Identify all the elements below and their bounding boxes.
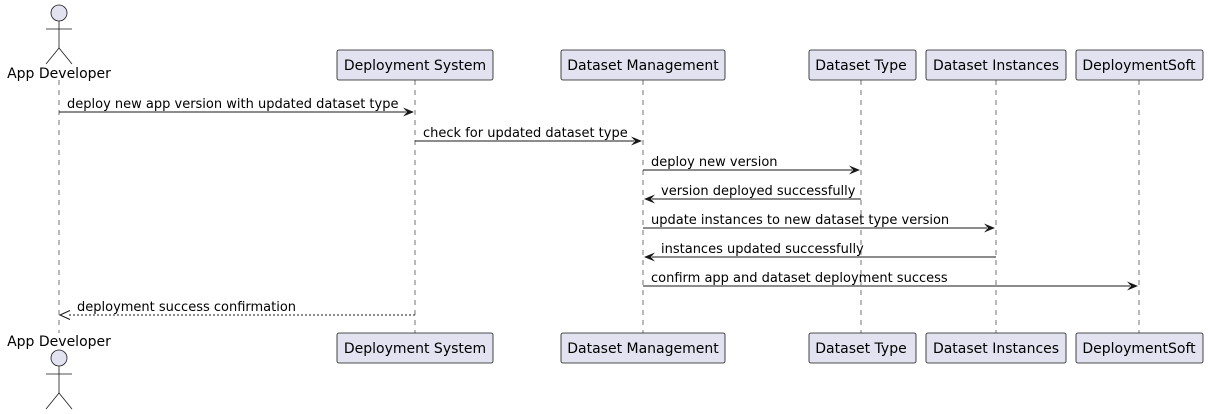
arrowhead-icon (403, 107, 414, 117)
participant-label: Dataset Instances (933, 58, 1059, 74)
top-dev-actor: App Developer (7, 4, 111, 82)
actor-legs (45, 392, 73, 410)
actor-head-icon (50, 4, 68, 22)
participant-label: Dataset Management (567, 58, 719, 74)
arrowhead-icon (644, 194, 655, 204)
message-label: deploy new app version with updated data… (67, 97, 398, 112)
top-participant-deploy: Deployment System (336, 49, 494, 81)
message-label: update instances to new dataset type ver… (651, 213, 949, 228)
bottom-participant-dsi: Dataset Instances (925, 332, 1067, 364)
message-label: deploy new version (651, 155, 778, 170)
message-label: deployment success confirmation (77, 300, 296, 315)
arrowhead-icon (849, 165, 860, 175)
arrowhead-icon (984, 223, 995, 233)
top-participant-dsoft: DeploymentSoft (1075, 49, 1204, 81)
participant-label: Deployment System (344, 58, 486, 74)
participant-label: DeploymentSoft (1082, 58, 1196, 74)
message-label: check for updated dataset type (423, 126, 628, 141)
actor-legs (45, 47, 73, 65)
participant-label: Dataset Management (567, 341, 719, 357)
actor-label: App Developer (7, 66, 111, 82)
participant-box (336, 49, 494, 81)
message-arrow: confirm app and dataset deployment succe… (643, 271, 1138, 291)
message-label: version deployed successfully (661, 184, 856, 199)
message-arrow: version deployed successfully (644, 184, 861, 204)
message-label: confirm app and dataset deployment succe… (651, 271, 948, 286)
message-arrow: deploy new app version with updated data… (59, 97, 414, 117)
actor-label: App Developer (7, 334, 111, 350)
message-arrow: instances updated successfully (644, 242, 996, 262)
participant-box (925, 332, 1067, 364)
participant-box (808, 332, 917, 364)
arrowhead-icon (644, 252, 655, 262)
participant-box (560, 332, 726, 364)
participant-box (560, 49, 726, 81)
bottom-participant-dst: Dataset Type (808, 332, 917, 364)
participant-label: Dataset Type (815, 58, 906, 74)
arrowhead-icon (631, 136, 642, 146)
top-participant-dst: Dataset Type (808, 49, 917, 81)
arrowhead-icon (58, 310, 71, 320)
actor-head-icon (50, 349, 68, 367)
message-arrow: deploy new version (643, 155, 860, 175)
participant-label: Dataset Instances (933, 341, 1059, 357)
participant-label: Deployment System (344, 341, 486, 357)
message-label: instances updated successfully (661, 242, 864, 257)
message-arrow: update instances to new dataset type ver… (643, 213, 995, 233)
arrowhead-icon (1127, 281, 1138, 291)
participant-box (925, 49, 1067, 81)
bottom-dev-actor: App Developer (7, 334, 111, 410)
participant-label: Dataset Type (815, 341, 906, 357)
bottom-participant-dsoft: DeploymentSoft (1075, 332, 1204, 364)
top-participant-dsm: Dataset Management (560, 49, 726, 81)
message-arrow: check for updated dataset type (415, 126, 642, 146)
top-participant-dsi: Dataset Instances (925, 49, 1067, 81)
participant-box (1075, 332, 1204, 364)
message-arrow: deployment success confirmation (58, 300, 415, 320)
participant-box (336, 332, 494, 364)
participant-box (1075, 49, 1204, 81)
participant-label: DeploymentSoft (1082, 341, 1196, 357)
bottom-participant-deploy: Deployment System (336, 332, 494, 364)
participant-box (808, 49, 917, 81)
bottom-participant-dsm: Dataset Management (560, 332, 726, 364)
